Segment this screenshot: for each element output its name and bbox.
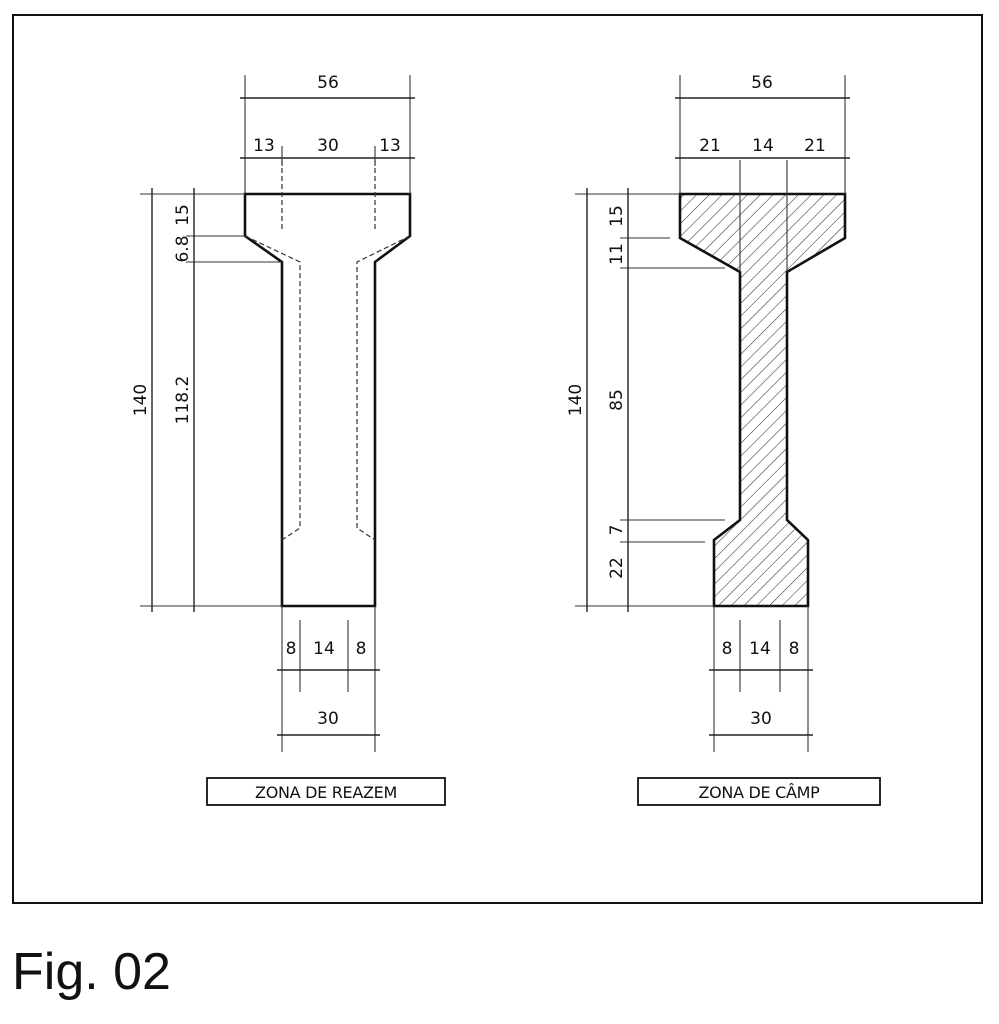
camp-left-part-4: 7 bbox=[607, 525, 627, 536]
reazem-top-total-label: 56 bbox=[317, 73, 339, 93]
reazem-top-part-1: 13 bbox=[253, 136, 275, 156]
reazem-outline bbox=[243, 192, 412, 608]
reazem-left-part-3: 118.2 bbox=[173, 376, 193, 425]
reazem-left-part-1: 15 bbox=[173, 204, 193, 226]
reazem-bottom-part-2: 14 bbox=[313, 639, 335, 659]
reazem-bottom-total-label: 30 bbox=[317, 709, 339, 729]
reazem-top-part-2: 30 bbox=[317, 136, 339, 156]
reazem-left-total-label: 140 bbox=[131, 384, 151, 416]
camp-top-part-3: 21 bbox=[804, 136, 826, 156]
camp-bottom-part-2: 14 bbox=[749, 639, 771, 659]
camp-label-box bbox=[637, 777, 881, 806]
camp-left-part-2: 11 bbox=[607, 243, 627, 265]
reazem-label: ZONA DE REAZEM bbox=[255, 783, 397, 802]
camp-left-part-1: 15 bbox=[607, 205, 627, 227]
reazem-left-part-2: 6.8 bbox=[173, 235, 193, 262]
camp-left-part-5: 22 bbox=[607, 557, 627, 579]
reazem-web-dashed-right bbox=[356, 235, 411, 541]
camp-outline bbox=[678, 192, 847, 608]
reazem-bottom-part-1: 8 bbox=[286, 639, 297, 659]
reazem-bottom-part-3: 8 bbox=[356, 639, 367, 659]
figure-caption: Fig. 02 bbox=[12, 943, 171, 1001]
reazem-web-dashed-left bbox=[244, 235, 301, 541]
camp-left-part-3: 85 bbox=[607, 389, 627, 411]
camp-left-total-label: 140 bbox=[566, 384, 586, 416]
section-reazem: 56 13 30 13 140 15 6.8 118.2 8 14 8 30 Z… bbox=[131, 73, 446, 806]
reazem-top-part-3: 13 bbox=[379, 136, 401, 156]
drawing-frame bbox=[12, 14, 983, 904]
camp-top-part-1: 21 bbox=[699, 136, 721, 156]
reazem-label-box bbox=[206, 777, 446, 806]
camp-bottom-total-label: 30 bbox=[750, 709, 772, 729]
camp-bottom-part-1: 8 bbox=[722, 639, 733, 659]
section-camp: 56 21 14 21 140 15 11 85 7 22 8 14 8 30 bbox=[566, 73, 881, 806]
camp-top-total-label: 56 bbox=[751, 73, 773, 93]
camp-label: ZONA DE CÂMP bbox=[698, 783, 820, 802]
camp-bottom-part-3: 8 bbox=[789, 639, 800, 659]
camp-top-part-2: 14 bbox=[752, 136, 774, 156]
